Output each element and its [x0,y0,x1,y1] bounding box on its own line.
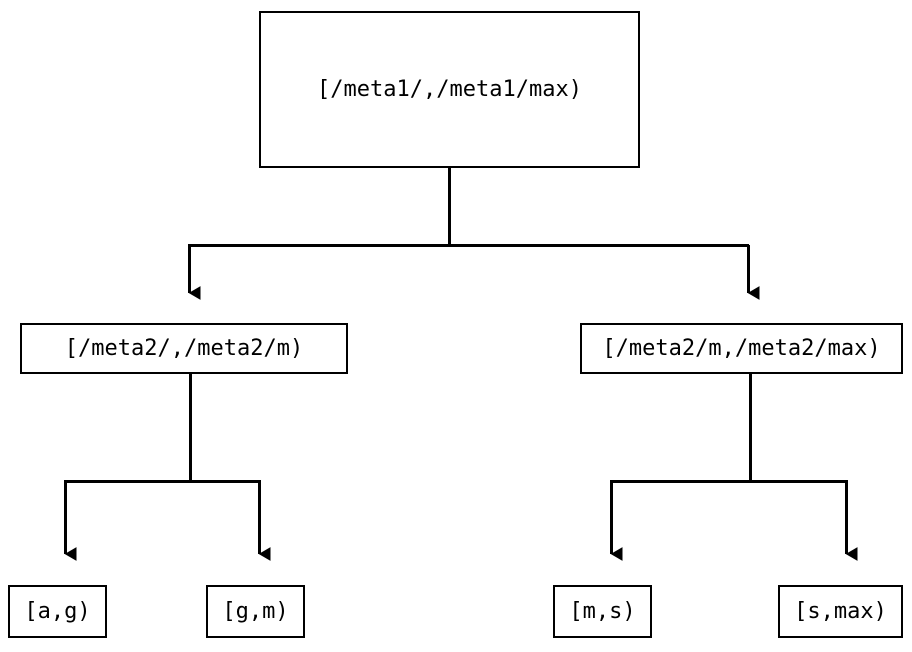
tree-node-leaf-a-g: [a,g) [8,585,107,638]
tree-node-leaf-a-g-label: [a,g) [24,599,91,624]
tree-node-root-label: [/meta1/,/meta1/max) [317,77,582,102]
tree-node-level2-right-label: [/meta2/m,/meta2/max) [602,336,881,361]
tree-node-root: [/meta1/,/meta1/max) [259,11,640,168]
tree-node-leaf-s-max-label: [s,max) [794,599,887,624]
tree-node-leaf-s-max: [s,max) [778,585,903,638]
tree-node-leaf-m-s: [m,s) [553,585,652,638]
tree-node-leaf-m-s-label: [m,s) [569,599,636,624]
tree-node-leaf-g-m-label: [g,m) [222,599,289,624]
tree-node-leaf-g-m: [g,m) [206,585,305,638]
tree-node-level2-left-label: [/meta2/,/meta2/m) [64,336,304,361]
tree-node-level2-right: [/meta2/m,/meta2/max) [580,323,903,374]
tree-node-level2-left: [/meta2/,/meta2/m) [20,323,348,374]
